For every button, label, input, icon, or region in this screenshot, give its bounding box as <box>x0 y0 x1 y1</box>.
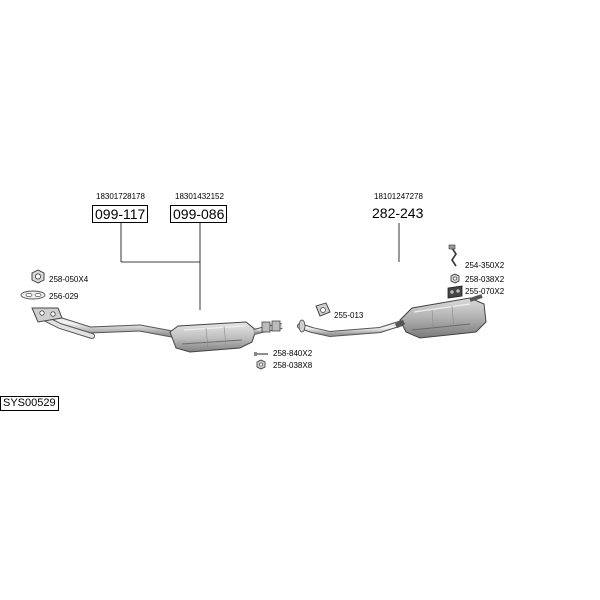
part-number-3[interactable]: 282-243 <box>372 205 424 221</box>
clamp-icon <box>315 302 331 317</box>
rear-muffler <box>394 294 487 339</box>
fitting-label-nut-2[interactable]: 258-038X8 <box>273 361 313 370</box>
fitting-label-nut[interactable]: 258-050X4 <box>49 275 89 284</box>
nut-icon-3 <box>450 273 460 284</box>
leader-lines <box>120 223 400 310</box>
nut-icon <box>31 269 45 284</box>
part-number-box-2[interactable]: 099-086 <box>170 205 228 223</box>
fitting-label-gasket[interactable]: 256-029 <box>49 292 79 301</box>
oe-number-3: 18101247278 <box>374 192 423 201</box>
oe-number-1: 18301728178 <box>96 192 145 201</box>
oe-number-2: 18301432152 <box>175 192 224 201</box>
front-pipe <box>31 307 176 339</box>
gasket-icon <box>20 290 46 300</box>
fitting-label-hanger[interactable]: 254-350X2 <box>465 261 505 270</box>
part-number-box-1[interactable]: 099-117 <box>92 205 149 223</box>
hanger-icon <box>448 244 457 267</box>
bolt-icon <box>254 352 268 356</box>
fitting-label-nut-3[interactable]: 258-038X2 <box>465 275 505 284</box>
rubber-mount-icon <box>447 285 463 299</box>
fitting-label-bolt[interactable]: 258-840X2 <box>273 349 313 358</box>
fitting-label-mount[interactable]: 255-070X2 <box>465 287 505 296</box>
intermediate-pipe <box>297 319 408 338</box>
system-id-label: SYS00529 <box>0 396 59 411</box>
catalytic-converter <box>169 320 283 353</box>
nut-icon-2 <box>256 359 266 370</box>
fitting-label-clamp[interactable]: 255-013 <box>334 311 364 320</box>
